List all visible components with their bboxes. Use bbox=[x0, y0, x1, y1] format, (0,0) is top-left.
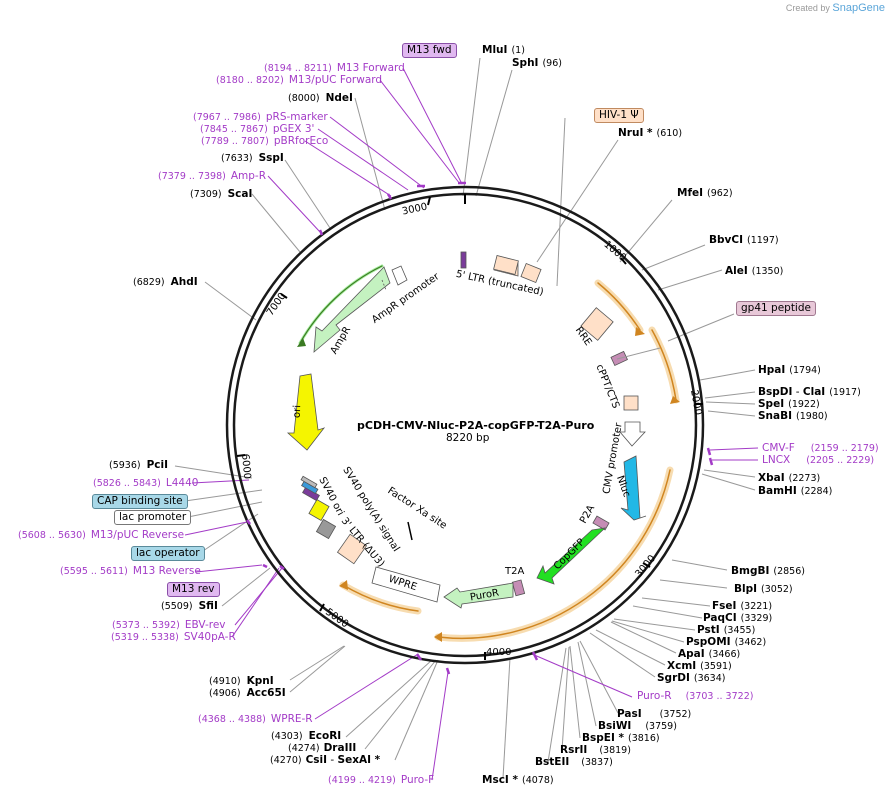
primer-m13-puc-forward: (8180 .. 8202)M13/pUC Forward bbox=[216, 74, 383, 86]
primer-pgex-3: (7845 .. 7867)pGEX 3' bbox=[200, 123, 315, 135]
enzyme-acc65i: (4906)Acc65I bbox=[209, 687, 286, 699]
primer-wpre-r: (4368 .. 4388)WPRE-R bbox=[198, 713, 313, 725]
enzyme-xbai: XbaI(2273) bbox=[758, 472, 821, 484]
enzyme-paqci: PaqCI(3329) bbox=[703, 612, 773, 624]
primer-sv40pa-r: (5319 .. 5338)SV40pA-R bbox=[111, 631, 236, 643]
primer-lncx: LNCX(2205 .. 2229) bbox=[762, 454, 875, 466]
enzyme-bamhi: BamHI(2284) bbox=[758, 485, 833, 497]
enzyme-ndei: (8000)NdeI bbox=[288, 92, 353, 104]
tick-6000: 6000 bbox=[239, 453, 253, 480]
enzyme-mlui: MluI(1) bbox=[482, 44, 525, 56]
box-m13-fwd: M13 fwd bbox=[402, 43, 457, 58]
enzyme-snabi: SnaBI(1980) bbox=[758, 410, 828, 422]
box-gp41-peptide: gp41 peptide bbox=[736, 301, 816, 316]
enzyme-spei: SpeI(1922) bbox=[758, 398, 820, 410]
enzyme-alei: AleI(1350) bbox=[725, 265, 784, 277]
plasmid-name: pCDH-CMV-Nluc-P2A-copGFP-T2A-Puro bbox=[357, 419, 595, 432]
enzyme-ahdi: (6829)AhdI bbox=[133, 276, 198, 288]
primer-m13-reverse: (5595 .. 5611)M13 Reverse bbox=[60, 565, 201, 577]
primer-markers bbox=[246, 181, 714, 675]
primer-m13-forward: (8194 .. 8211)M13 Forward bbox=[264, 62, 405, 74]
outer-arc-arrowheads bbox=[297, 327, 680, 642]
m13fwd-marker bbox=[460, 251, 467, 269]
primer-leader-lines bbox=[184, 67, 759, 781]
enzyme-bspdi-clai: BspDI - ClaI(1917) bbox=[758, 386, 861, 398]
enzyme-ecori: (4303)EcoRI bbox=[271, 730, 342, 742]
enzyme-scai: (7309)ScaI bbox=[190, 188, 253, 200]
primer-prs-marker: (7967 .. 7986)pRS-marker bbox=[193, 111, 328, 123]
enzyme-bspei: BspEI *(3816) bbox=[582, 732, 660, 744]
enzyme-csii-sexai: (4270)CsiI - SexAI * bbox=[270, 754, 381, 766]
enzyme-draiii: (4274)DraIII bbox=[288, 742, 357, 754]
box-lac-operator: lac operator bbox=[131, 546, 205, 561]
enzyme-rsrii: RsrII(3819) bbox=[560, 744, 631, 756]
enzyme-bmgbi: BmgBI(2856) bbox=[731, 565, 805, 577]
enzyme-mfei: MfeI(962) bbox=[677, 187, 733, 199]
enzyme-bsteii: BstEII(3837) bbox=[535, 756, 613, 768]
enzyme-sspi: (7633)SspI bbox=[221, 152, 284, 164]
enzyme-bsiwi: BsiWI(3759) bbox=[598, 720, 677, 732]
enzyme-apai: ApaI(3466) bbox=[678, 648, 741, 660]
enzyme-blpi: BlpI(3052) bbox=[734, 583, 793, 595]
outer-arc-features bbox=[298, 264, 680, 642]
tick-4000: 4000 bbox=[486, 647, 512, 658]
enzyme-sfii: (5509)SfiI bbox=[161, 600, 218, 612]
enzyme-psti: PstI(3455) bbox=[697, 624, 756, 636]
primer-puro-r: Puro-R(3703 .. 3722) bbox=[637, 690, 754, 702]
primer-cmv-f: CMV-F(2159 .. 2179) bbox=[762, 442, 879, 454]
primer-m13-puc-reverse: (5608 .. 5630)M13/pUC Reverse bbox=[18, 529, 185, 541]
primer-l4440: (5826 .. 5843)L4440 bbox=[93, 477, 199, 489]
enzyme-msci: MscI *(4078) bbox=[482, 774, 554, 786]
primer-pbrforeco: (7789 .. 7807)pBRforEco bbox=[201, 135, 329, 147]
enzyme-pspomi: PspOMI(3462) bbox=[686, 636, 767, 648]
enzyme-pcii: (5936)PciI bbox=[109, 459, 169, 471]
enzyme-nrui: NruI *(610) bbox=[618, 127, 683, 139]
plasmid-size: 8220 bp bbox=[446, 432, 490, 444]
box-cap-binding-site: CAP binding site bbox=[92, 494, 188, 509]
enzyme-kpni: (4910)KpnI bbox=[209, 675, 274, 687]
box-lac-promoter: lac promoter bbox=[114, 510, 192, 525]
primer-puro-f: (4199 .. 4219)Puro-F bbox=[328, 774, 435, 786]
enzyme-fsei: FseI(3221) bbox=[712, 600, 773, 612]
primer-ebv-rev: (5373 .. 5392)EBV-rev bbox=[112, 619, 226, 631]
box-hiv1-psi: HIV-1 Ψ bbox=[594, 108, 644, 123]
box-m13-rev: M13 rev bbox=[167, 582, 220, 597]
enzyme-bbvci: BbvCI(1197) bbox=[709, 234, 779, 246]
primer-amp-r: (7379 .. 7398)Amp-R bbox=[158, 170, 267, 182]
enzyme-sphi: SphI(96) bbox=[512, 57, 562, 69]
enzyme-xcmi: XcmI(3591) bbox=[667, 660, 732, 672]
enzyme-pasi: PasI(3752) bbox=[617, 708, 692, 720]
tick-marks bbox=[236, 194, 703, 660]
feature-t2a: T2A bbox=[505, 566, 525, 577]
snapgene-brand: Created by SnapGene bbox=[785, 2, 885, 14]
enzyme-sgrdi: SgrDI(3634) bbox=[657, 672, 726, 684]
backbone-outer bbox=[225, 185, 705, 665]
feature-ori: ori bbox=[291, 404, 304, 419]
enzyme-hpai: HpaI(1794) bbox=[758, 364, 821, 376]
inner-features bbox=[286, 251, 647, 609]
